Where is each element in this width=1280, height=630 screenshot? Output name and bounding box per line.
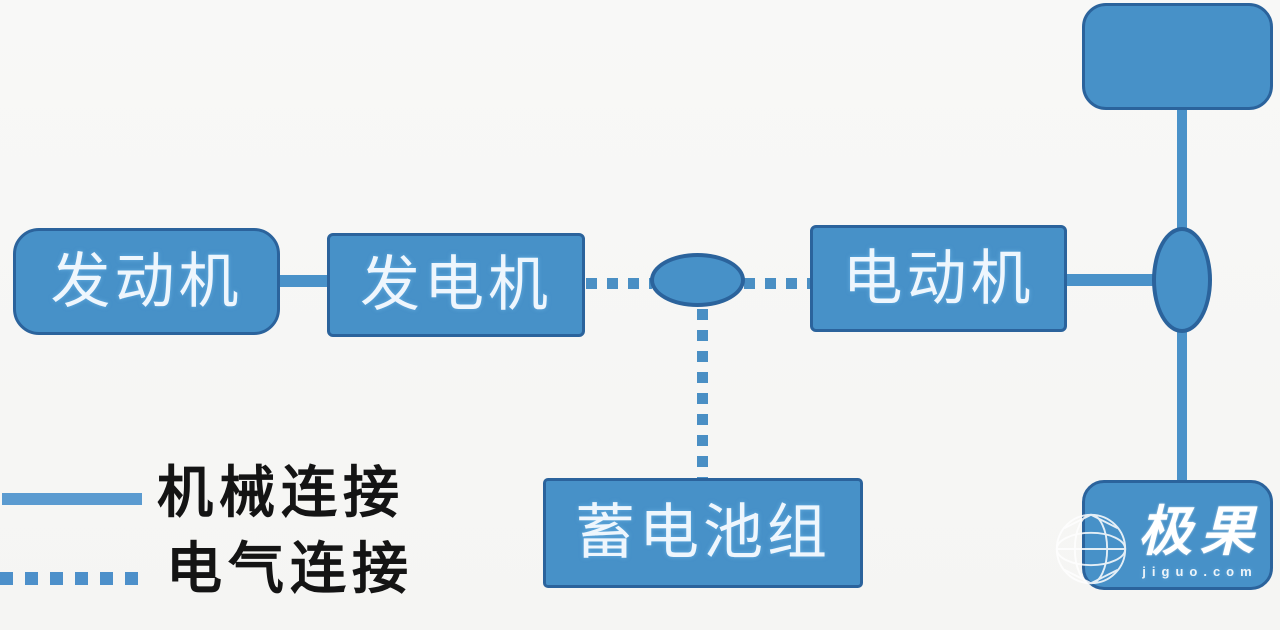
connector-junction-battery-electrical xyxy=(697,309,708,479)
node-motor-label: 电动机 xyxy=(842,244,1035,312)
junction-axle-ellipse xyxy=(1152,227,1212,333)
junction-power-ellipse xyxy=(650,253,745,307)
legend-solid-line-sample xyxy=(2,493,142,505)
legend-mechanical-label: 机械连接 xyxy=(157,461,405,524)
node-engine: 发动机 xyxy=(13,228,280,335)
connector-generator-junction-electrical xyxy=(586,278,652,289)
connector-junction-axlebottom-mechanical xyxy=(1177,331,1187,481)
node-battery-label: 蓄电池组 xyxy=(575,499,831,566)
node-battery: 蓄电池组 xyxy=(543,478,863,588)
node-motor: 电动机 xyxy=(810,225,1067,332)
node-engine-label: 发动机 xyxy=(50,247,243,315)
connector-motor-axle-mechanical xyxy=(1066,274,1154,286)
connector-junction-motor-electrical xyxy=(744,278,812,289)
legend-electrical-label: 电气连接 xyxy=(166,537,414,600)
watermark-domain: jiguo.com xyxy=(1142,564,1258,579)
legend-dotted-line-sample xyxy=(0,572,142,585)
node-wheel-bottom: 极果 jiguo.com xyxy=(1055,480,1273,590)
globe-wireframe-icon xyxy=(1055,513,1127,585)
node-generator: 发电机 xyxy=(327,233,585,337)
connector-axletop-junction-mechanical xyxy=(1177,109,1187,229)
watermark: 极果 jiguo.com xyxy=(1055,483,1270,587)
node-wheel-top xyxy=(1082,3,1273,110)
node-generator-label: 发电机 xyxy=(360,251,552,318)
watermark-text: 极果 jiguo.com xyxy=(1125,505,1275,578)
watermark-brand: 极果 xyxy=(1138,502,1262,562)
connector-engine-generator-mechanical xyxy=(279,275,328,287)
